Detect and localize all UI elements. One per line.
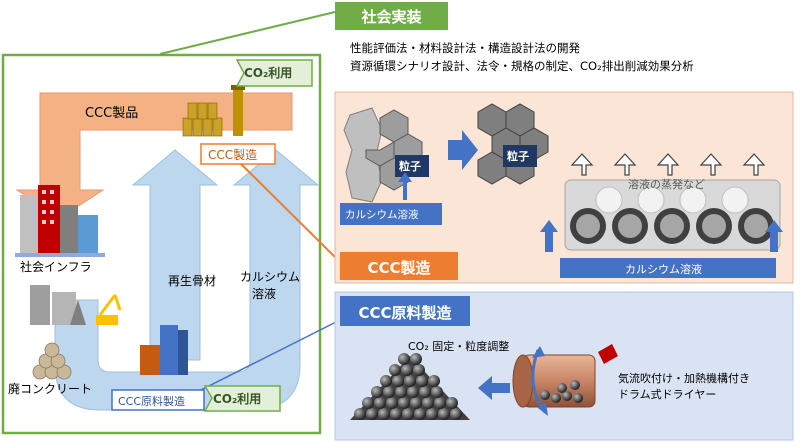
evaporation-label: 溶液の蒸発など [628, 178, 705, 191]
particle-cluster-1 [340, 107, 442, 225]
ccc-mfg-title: CCC製造 [367, 259, 431, 277]
dryer-label-2: ドラム式ドライヤー [618, 388, 717, 401]
reactor-illustration [540, 153, 783, 278]
calcium-solution-label-b: カルシウム溶液 [625, 263, 702, 276]
raw-panel-header-bg [340, 296, 470, 326]
co2-badge-top [235, 59, 313, 87]
connector-line-ccc [236, 159, 341, 263]
raw-panel-title: CCC原料製造 [358, 304, 452, 322]
co2-bottom-label: CO₂利用 [213, 392, 262, 406]
recycled-aggregate-label: 再生骨材 [168, 274, 217, 288]
ccc-product-label: CCC製品 [85, 106, 139, 121]
granule-pile [350, 353, 470, 420]
social-impl-line-1: 性能評価法・材料設計法・構造設計法の開発 [350, 41, 580, 55]
ccc-raw-material-label: CCC原料製造 [118, 395, 186, 408]
calcium-solution-label-2: 溶液 [252, 287, 277, 301]
demolition-illustration [30, 285, 122, 325]
buildings-illustration [15, 185, 105, 257]
social-impl-title: 社会実装 [361, 8, 422, 26]
particle-cluster-2 [477, 103, 549, 185]
co2-fix-label: CO₂ 固定・粒度調整 [408, 340, 510, 353]
waste-concrete-pile-icon [32, 342, 72, 380]
particle-label-2: 粒子 [507, 150, 529, 163]
left-panel-frame [1, 53, 322, 435]
connector-line-raw [184, 319, 341, 399]
calcium-solution-label-a: カルシウム溶液 [345, 209, 419, 221]
dryer-label-1: 気流吹付け・加熱機構付き [618, 372, 750, 385]
drum-to-pile-arrow [478, 376, 510, 400]
particle-label-1: 粒子 [399, 160, 421, 173]
ccc-factory-icon [182, 85, 245, 137]
co2-badge-bottom [203, 385, 281, 412]
social-infra-label: 社会インフラ [20, 260, 92, 274]
blue-u-arrows [54, 149, 320, 411]
ccc-manufacture-label: CCC製造 [208, 148, 258, 162]
social-impl-line-2: 資源循環シナリオ設計、法令・規格の制定、CO₂排出削減効果分析 [350, 59, 694, 73]
waste-concrete-label: 廃コンクリート [8, 382, 93, 396]
co2-top-label: CO₂利用 [244, 66, 293, 80]
calcium-solution-label-1: カルシウム [240, 270, 301, 284]
factory-icon [140, 325, 188, 375]
drum-dryer-icon [512, 344, 618, 416]
ccc-mfg-header-bg [340, 252, 458, 280]
process-arrow [448, 130, 478, 170]
social-impl-header-bg [335, 2, 448, 30]
ccc-manufacture-box [200, 143, 276, 165]
ccc-raw-material-box [111, 389, 205, 411]
connector-line-social [159, 11, 336, 55]
